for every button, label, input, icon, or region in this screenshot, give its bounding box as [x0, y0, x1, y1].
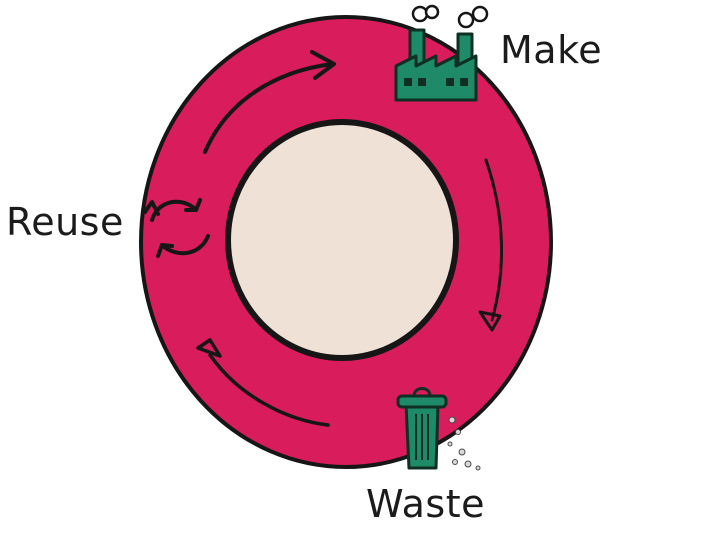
arrow-waste-to-reuse [196, 338, 330, 427]
factory-icon [394, 4, 489, 102]
cycle-center [225, 119, 459, 361]
arrow-make-to-waste [478, 158, 504, 332]
recycle-arrows-icon [143, 198, 210, 258]
arrow-reuse-to-make [203, 50, 336, 154]
waste-label: Waste [366, 482, 486, 526]
trash-can-icon [396, 387, 481, 471]
make-label: Make [500, 28, 603, 72]
reuse-label: Reuse [6, 200, 124, 244]
